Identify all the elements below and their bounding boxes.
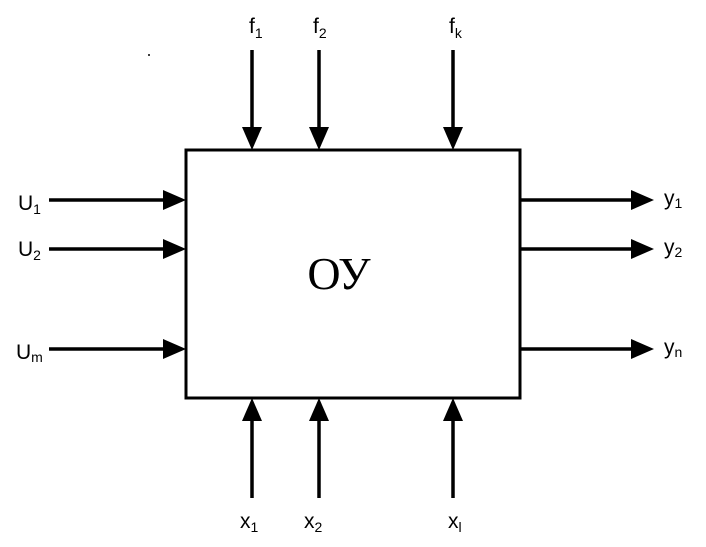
- input-label-2: U2: [18, 238, 41, 263]
- disturbance-arrow-k: [443, 50, 463, 150]
- state-arrow-2: [309, 398, 329, 498]
- input-arrow-2: [49, 239, 186, 259]
- state-label-l: xl: [448, 510, 462, 535]
- input-label-1: U1: [18, 192, 41, 217]
- state-arrow-1: [242, 398, 262, 498]
- disturbance-arrow-1: [242, 50, 262, 150]
- state-label-2: x2: [304, 510, 323, 535]
- output-arrow-2: [520, 239, 654, 259]
- input-arrow-1: [49, 190, 186, 210]
- output-label-1: y1: [664, 187, 683, 211]
- input-arrow-m: [49, 339, 186, 359]
- disturbance-label-k: fk: [449, 15, 463, 41]
- output-label-n: yn: [664, 336, 682, 360]
- state-arrow-l: [443, 398, 463, 498]
- disturbance-label-1: f1: [249, 15, 263, 41]
- output-arrow-1: [520, 190, 654, 210]
- disturbance-label-2: f2: [313, 15, 327, 41]
- output-arrow-n: [520, 339, 654, 359]
- output-label-2: y2: [664, 236, 683, 260]
- disturbance-arrow-2: [309, 50, 329, 150]
- object-block: [184, 148, 522, 400]
- input-label-m: Um: [16, 341, 43, 365]
- block-label: ОУ: [307, 248, 371, 299]
- stray-dot: [148, 54, 150, 56]
- state-label-1: x1: [240, 510, 259, 535]
